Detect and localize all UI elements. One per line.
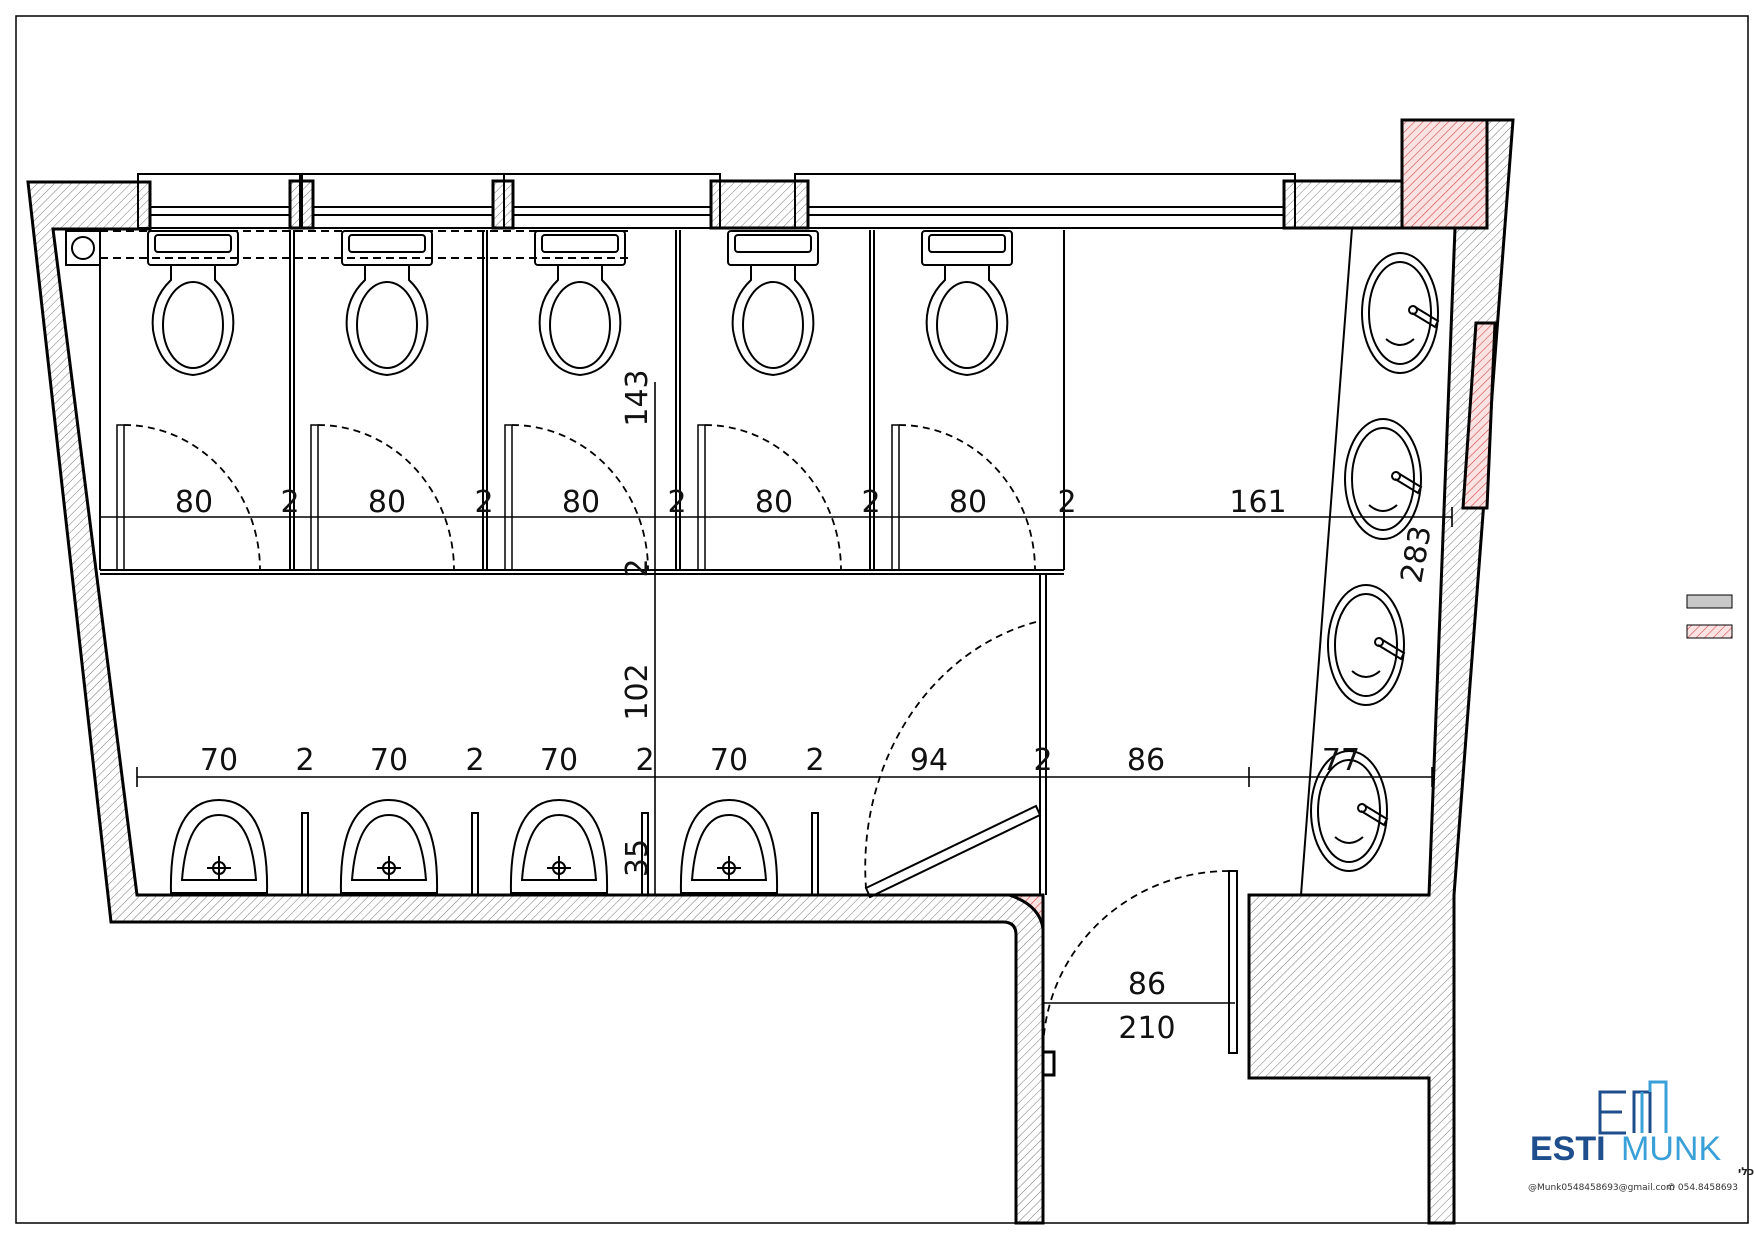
stall-door	[504, 424, 649, 571]
urinal-width-label: 70	[200, 743, 238, 778]
window	[137, 173, 301, 229]
phone-icon: ✆	[1667, 1183, 1675, 1193]
entry-door-swing	[1042, 870, 1230, 1054]
stall-width-label: 80	[562, 485, 600, 520]
stall-door	[310, 424, 455, 571]
sink-icon	[1344, 418, 1423, 540]
new-wall-top	[1400, 118, 1489, 230]
toilet-icon	[921, 230, 1013, 377]
window	[794, 173, 1296, 229]
legend	[1686, 594, 1733, 639]
legend-new-wall-swatch	[1686, 624, 1733, 639]
stall-gap-label: 2	[667, 485, 686, 520]
sink-icon	[1361, 252, 1440, 374]
door-swing	[864, 621, 1037, 889]
urinal-width-label: 70	[710, 743, 748, 778]
logo-subtitle: אסתי מונק עיצוב ותכנון אדריכלי	[1738, 1165, 1754, 1178]
entry-height-label: 210	[1118, 1011, 1175, 1046]
partition-thickness-label: 2	[620, 558, 655, 577]
toilets	[147, 230, 1013, 377]
toilet-icon	[534, 230, 626, 377]
logo-brand-left: ESTI	[1530, 1130, 1606, 1168]
urinal-icon	[679, 798, 779, 894]
dimension-lines	[100, 382, 1453, 1004]
sink-icon	[1310, 750, 1389, 872]
urinal-gap-label: 2	[295, 743, 314, 778]
urinal-depth-label: 35	[620, 839, 655, 877]
top-wall-chunk	[709, 179, 810, 230]
logo-email: @Munk0548458693@gmail.com	[1528, 1183, 1675, 1193]
door-gap-label: 2	[1033, 743, 1052, 778]
urinal-width-label: 70	[540, 743, 578, 778]
stall-door	[891, 424, 1036, 571]
company-logo: ESTI MUNK אסתי מונק עיצוב ותכנון אדריכלי…	[1528, 1080, 1754, 1193]
stall-width-label: 80	[175, 485, 213, 520]
stall-gap-label: 2	[280, 485, 299, 520]
stall-gap-label: 2	[1057, 485, 1076, 520]
logo-brand: ESTI MUNK	[1530, 1130, 1721, 1168]
corridor-depth-label: 102	[620, 663, 655, 720]
toilet-icon	[341, 230, 433, 377]
urinal-partitions	[301, 812, 819, 896]
logo-mark-icon	[1598, 1080, 1668, 1135]
entry-width-label: 86	[1128, 967, 1166, 1002]
urinal-icon	[169, 798, 269, 894]
sink-section-label: 86	[1127, 743, 1165, 778]
window	[301, 173, 505, 229]
drain-icon	[71, 236, 95, 260]
walls	[26, 118, 1515, 1225]
right-wall	[1247, 118, 1515, 1225]
stall-width-label: 80	[949, 485, 987, 520]
urinals	[169, 798, 779, 894]
windows	[137, 173, 1296, 229]
door-leaf	[864, 804, 1042, 899]
new-wall-right	[1461, 321, 1497, 510]
logo-phone: ✆ 054.8458693	[1667, 1183, 1738, 1193]
logo-brand-right: MUNK	[1621, 1130, 1721, 1168]
legend-existing-wall-swatch	[1686, 594, 1733, 609]
stall-door	[697, 424, 842, 571]
urinal-icon	[509, 798, 609, 894]
urinal-gap-label: 2	[635, 743, 654, 778]
sink-end-label: 77	[1322, 743, 1360, 778]
urinal-gap-label: 2	[805, 743, 824, 778]
stall-right-length-label: 161	[1229, 485, 1286, 520]
stall-gap-label: 2	[474, 485, 493, 520]
urinal-width-label: 70	[370, 743, 408, 778]
toilet-icon	[727, 230, 819, 377]
top-wall-chunk	[1282, 179, 1405, 230]
toilet-icon	[147, 230, 239, 377]
door-opening-label: 94	[910, 743, 948, 778]
vanity-counter	[1299, 227, 1457, 896]
main-door	[864, 574, 1047, 899]
sinks	[1310, 252, 1440, 872]
stall-width-label: 80	[755, 485, 793, 520]
stall-doors	[116, 424, 1036, 571]
door-stub	[1041, 1050, 1056, 1077]
new-wall-corner	[1008, 893, 1045, 930]
window	[503, 173, 721, 229]
urinal-icon	[339, 798, 439, 894]
sink-icon	[1327, 584, 1406, 706]
stall-gap-label: 2	[861, 485, 880, 520]
stall-depth-label: 143	[620, 369, 655, 426]
stall-width-label: 80	[368, 485, 406, 520]
main-room-wall	[26, 180, 1045, 1225]
entry-door	[1042, 870, 1238, 1054]
urinal-gap-label: 2	[465, 743, 484, 778]
stall-door	[116, 424, 261, 571]
sheet-border	[15, 15, 1749, 1224]
email-icon: @	[1528, 1183, 1537, 1193]
